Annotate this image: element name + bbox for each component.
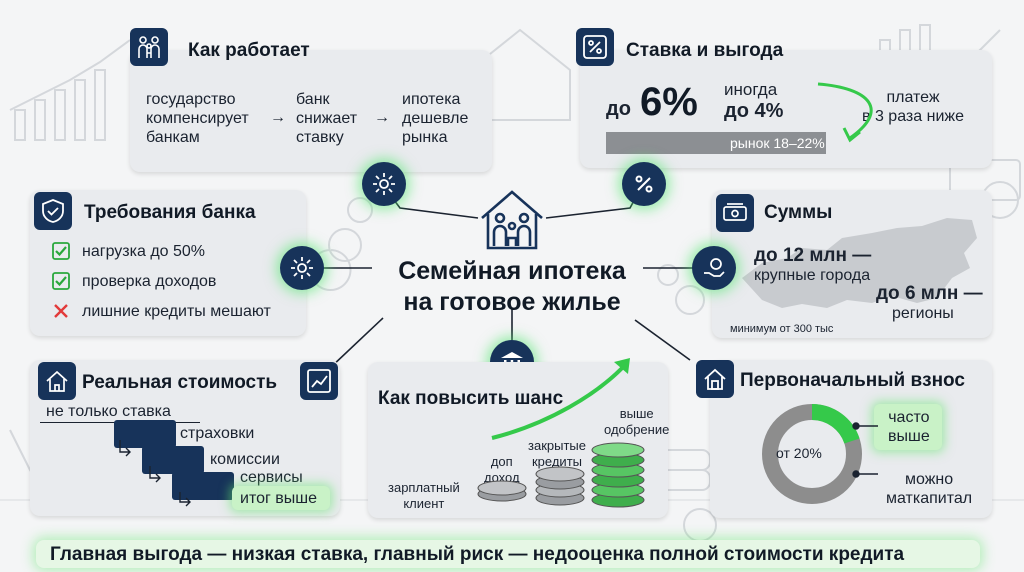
sums-title: Суммы [764, 202, 833, 223]
cost-item: страховки [180, 425, 255, 442]
rate-main: 6% [640, 80, 698, 124]
money-hand-node [692, 246, 736, 290]
family-house-icon [481, 190, 543, 250]
percent-icon [583, 35, 607, 59]
result-highlight [232, 486, 330, 510]
coin-stacks [477, 442, 645, 508]
footer-banner [36, 540, 980, 568]
cost-result: итог выше [240, 490, 317, 507]
shield-badge [34, 192, 72, 230]
requirements-title: Требования банка [84, 202, 256, 223]
down-payment-donut [762, 404, 862, 504]
rate-prefix: до [606, 98, 631, 120]
market-bar [606, 132, 826, 154]
check-icon [52, 242, 70, 260]
house-icon [704, 368, 726, 390]
sums-small-label: регионы [892, 305, 954, 322]
growth-chart-icon [307, 369, 331, 393]
money-badge [716, 194, 754, 232]
growth-chart-badge [300, 362, 338, 400]
footer-text: Главная выгода — низкая ставка, главный … [50, 544, 905, 565]
down-payment-center: от 20% [776, 445, 822, 461]
how-it-works-title: Как работает [188, 40, 310, 61]
rate-sometimes: иногда [724, 80, 778, 99]
house-price-icon [46, 370, 68, 392]
chance-title: Как повысить шанс [378, 388, 564, 409]
rate-alt: до 4% [724, 100, 784, 122]
curved-arrow-icon [817, 82, 873, 143]
step-arrows [119, 440, 191, 507]
family-badge [130, 28, 168, 66]
gear-icon [291, 257, 313, 279]
shield-check-icon [42, 199, 64, 223]
stair-block [114, 420, 176, 448]
gear-node [280, 246, 324, 290]
donut-share [811, 404, 860, 444]
real-cost-intro: не только ставка [46, 403, 171, 420]
cost-item: сервисы [240, 469, 303, 486]
center-title-line1: Семейная ипотека [398, 257, 626, 285]
stair-block [172, 472, 234, 500]
pointer-lines [852, 422, 878, 478]
growth-arrow-icon [491, 358, 630, 440]
requirements-card: Требования банка нагрузка до 50% проверк… [30, 190, 306, 336]
requirement-item: нагрузка до 50% [82, 243, 206, 260]
arrow-icon: → [270, 109, 286, 126]
sums-small-value: до 6 млн — [876, 283, 983, 304]
percent-badge [576, 28, 614, 66]
percent-icon [635, 175, 653, 193]
real-cost-card: Реальная стоимость не только ставка стра… [30, 360, 340, 516]
sums-card: Суммы до 12 млн — крупные города до 6 мл… [712, 190, 992, 338]
check-icon [52, 272, 70, 290]
center-title: Семейная ипотека на готовое жилье [372, 256, 652, 318]
sums-big-label: крупные города [754, 267, 871, 284]
gear-icon [373, 173, 395, 195]
rate-card: Ставка и выгода до 6% иногда до 4% плате… [576, 28, 992, 168]
requirement-item: лишние кредиты мешают [82, 303, 271, 320]
stair-block [142, 446, 204, 474]
money-icon [723, 203, 747, 221]
real-cost-title: Реальная стоимость [82, 372, 278, 393]
arrow-icon: → [374, 109, 390, 126]
money-hand-icon [704, 258, 725, 277]
cross-icon [54, 304, 68, 318]
requirement-item: проверка доходов [82, 273, 217, 290]
cost-item: комиссии [210, 451, 280, 468]
house-chart-badge [38, 362, 76, 400]
house-key-badge [696, 360, 734, 398]
often-higher-highlight [874, 404, 942, 450]
sums-minimum: минимум от 300 тыс [730, 323, 834, 335]
rate-title: Ставка и выгода [626, 40, 784, 61]
sums-big-value: до 12 млн — [754, 245, 872, 266]
percent-node [622, 162, 666, 206]
down-payment-title: Первоначальный взнос [740, 370, 965, 391]
market-rate: рынок 18–22% [730, 135, 825, 151]
center-title-line2: на готовое жилье [403, 288, 621, 316]
gear-node [362, 162, 406, 206]
family-icon [138, 36, 160, 58]
russia-map [742, 218, 977, 308]
